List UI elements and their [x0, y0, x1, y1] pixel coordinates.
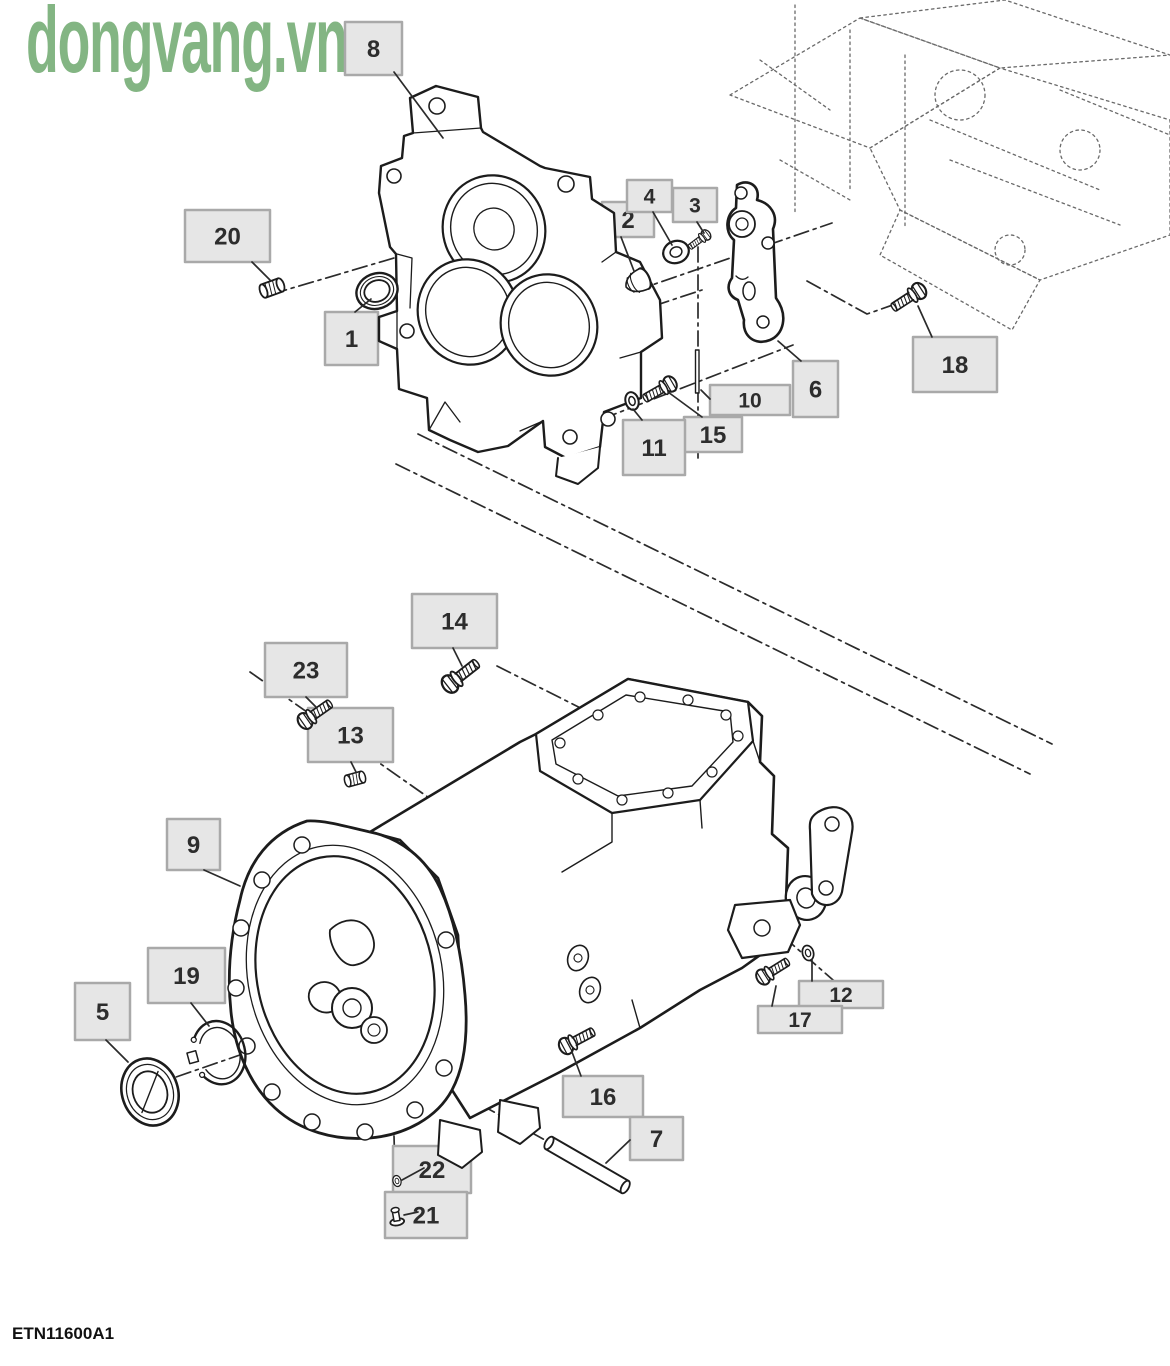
watermark: dongvang.vn	[26, 0, 348, 92]
leader-1	[354, 298, 372, 313]
callout-9: 9	[165, 817, 222, 872]
leader-17	[771, 985, 777, 1007]
leader-2	[620, 236, 635, 272]
leader-23	[305, 696, 318, 709]
leader-16	[571, 1051, 582, 1077]
clutch-housing-part-9	[227, 677, 854, 1169]
callout-label-23: 23	[293, 658, 320, 685]
callout-5: 5	[73, 981, 132, 1042]
leader-lines-layer	[105, 71, 933, 1216]
callout-label-16: 16	[590, 1084, 617, 1111]
callout-10: 10	[708, 383, 792, 417]
leader-5	[105, 1039, 129, 1063]
callout-label-11: 11	[641, 435, 666, 462]
callout-label-7: 7	[650, 1126, 663, 1153]
callout-12: 12	[797, 979, 885, 1010]
callout-19: 19	[146, 946, 227, 1005]
callout-label-4: 4	[644, 186, 656, 209]
callout-label-6: 6	[809, 377, 822, 404]
leader-6	[777, 340, 802, 362]
callout-label-3: 3	[689, 195, 701, 218]
washer-part-12	[799, 943, 817, 963]
callout-label-1: 1	[345, 326, 358, 353]
front-plate-part-8	[377, 84, 664, 485]
callout-23: 23	[263, 641, 349, 699]
leader-14	[452, 647, 463, 667]
bolt-part-18	[886, 279, 931, 317]
callout-11: 11	[621, 418, 687, 477]
leader-10	[700, 389, 711, 400]
leader-18	[917, 305, 933, 338]
doc-code: ETN11600A1	[12, 1324, 115, 1343]
callout-label-17: 17	[788, 1009, 811, 1032]
pin-part-7	[543, 1135, 631, 1195]
bolt-part-14	[437, 653, 485, 698]
callout-18: 18	[911, 335, 999, 394]
callout-label-12: 12	[829, 984, 852, 1007]
bolt-part-17	[752, 953, 794, 989]
dowel-part-10	[694, 349, 700, 394]
callout-14: 14	[410, 592, 499, 650]
leader-7	[605, 1139, 631, 1164]
callout-20: 20	[183, 208, 272, 264]
callout-label-9: 9	[187, 832, 200, 859]
seal-part-5	[120, 1057, 180, 1127]
callout-label-14: 14	[441, 609, 468, 636]
leader-22	[401, 1167, 425, 1181]
plug-part-21	[389, 1206, 406, 1227]
callout-15: 15	[682, 415, 744, 454]
leader-19	[190, 1002, 210, 1027]
leader-20	[251, 261, 271, 281]
leader-8	[393, 71, 444, 139]
engine-ghost	[729, 0, 1170, 331]
plug-part-2	[625, 267, 652, 293]
callout-1: 1	[323, 310, 380, 367]
leader-9	[203, 869, 241, 887]
callout-label-10: 10	[738, 390, 761, 413]
callout-8: 8	[343, 20, 404, 77]
callout-7: 7	[628, 1115, 685, 1162]
leader-21	[403, 1211, 419, 1216]
bushing-part-4	[662, 239, 690, 265]
callout-6: 6	[791, 359, 840, 419]
callout-16: 16	[561, 1074, 645, 1119]
callout-label-2: 2	[621, 207, 634, 234]
callout-3: 3	[671, 186, 719, 224]
callout-13: 13	[306, 706, 395, 764]
callout-label-22: 22	[419, 1157, 446, 1184]
leader-4	[652, 211, 673, 246]
callout-label-18: 18	[942, 352, 969, 379]
callout-21: 21	[383, 1190, 469, 1240]
callout-4: 4	[625, 178, 674, 214]
callout-label-19: 19	[173, 963, 200, 990]
callout-17: 17	[756, 1004, 844, 1035]
leader-15	[667, 391, 703, 418]
bolt-part-15	[639, 372, 681, 407]
callout-label-5: 5	[96, 999, 109, 1026]
plug-part-20	[256, 276, 288, 300]
leader-3	[696, 221, 705, 234]
callout-label-20: 20	[214, 224, 241, 251]
seal-part-1	[355, 271, 399, 311]
callout-label-15: 15	[700, 422, 727, 449]
leader-11	[632, 408, 643, 421]
screw-part-3	[685, 227, 714, 253]
callout-label-21: 21	[413, 1203, 440, 1230]
callout-label-8: 8	[367, 36, 380, 63]
plug-part-13	[342, 769, 368, 789]
leader-13	[350, 761, 357, 773]
callout-label-13: 13	[337, 723, 364, 750]
gasket-part-6	[726, 181, 785, 343]
